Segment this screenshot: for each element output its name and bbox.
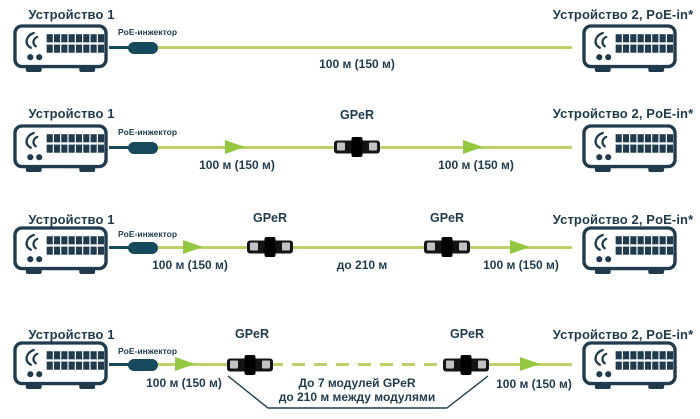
distance-label: 100 м (150 м) [146, 376, 222, 390]
arrow-right-icon [463, 140, 483, 154]
arrow-right-icon [175, 357, 195, 371]
device1-label: Устройство 1 [28, 212, 115, 227]
device2-label: Устройство 2, PoE-in* [552, 212, 694, 227]
device2-icon [582, 124, 677, 176]
distance-label: 100 м (150 м) [152, 258, 228, 272]
poe-injector-icon [128, 359, 158, 371]
note-bracket [227, 375, 489, 409]
poe-injector-label: PoE-инжектор [118, 229, 178, 239]
gper-module-icon [246, 236, 294, 258]
cable-line [158, 246, 572, 249]
note-line: До 7 модулей GPeR [298, 376, 416, 390]
injector-stub-line [109, 146, 135, 149]
device2-icon [582, 226, 677, 278]
poe-injector-icon [128, 241, 158, 254]
gper-module-icon [333, 136, 381, 158]
poe-injector-label: PoE-инжектор [118, 127, 178, 137]
device2-label: Устройство 2, PoE-in* [552, 7, 694, 22]
arrow-right-icon [520, 357, 540, 371]
distance-label: 100 м (150 м) [438, 158, 514, 172]
device1-icon [13, 341, 108, 393]
poe-injector-icon [128, 141, 158, 154]
distance-label: 100 м (150 м) [496, 377, 572, 391]
device1-label: Устройство 1 [28, 327, 115, 342]
gper-label: GPeR [234, 327, 270, 341]
cable-line-dashed [270, 363, 446, 366]
poe-injector-label: PoE-инжектор [118, 346, 178, 356]
gper-label: GPeR [339, 108, 375, 122]
gper-label: GPeR [252, 211, 288, 225]
poe-injector-label: PoE-инжектор [118, 27, 178, 37]
cable-line [158, 46, 572, 49]
injector-stub-line [109, 46, 135, 49]
device1-icon [13, 124, 108, 176]
device2-label: Устройство 2, PoE-in* [552, 327, 694, 342]
device1-icon [13, 226, 108, 278]
gper-module-icon [423, 236, 471, 258]
device1-label: Устройство 1 [28, 106, 115, 121]
distance-label: 100 м (150 м) [199, 158, 275, 172]
cable-line [158, 363, 250, 366]
arrow-right-icon [510, 240, 530, 254]
distance-label: 100 м (150 м) [483, 258, 559, 272]
poe-injector-icon [128, 41, 158, 54]
device2-icon [582, 24, 677, 76]
arrow-right-icon [183, 240, 203, 254]
distance-label: 100 м (150 м) [319, 57, 395, 71]
note-line: до 210 м между модулями [278, 390, 436, 404]
device1-icon [13, 24, 108, 76]
arrow-right-icon [225, 140, 245, 154]
device2-label: Устройство 2, PoE-in* [552, 106, 694, 121]
device1-label: Устройство 1 [28, 7, 115, 22]
injector-stub-line [109, 246, 135, 249]
injector-stub-line [109, 363, 135, 366]
gper-label: GPeR [449, 327, 485, 341]
gper-label: GPeR [429, 211, 465, 225]
distance-label: до 210 м [336, 258, 388, 272]
